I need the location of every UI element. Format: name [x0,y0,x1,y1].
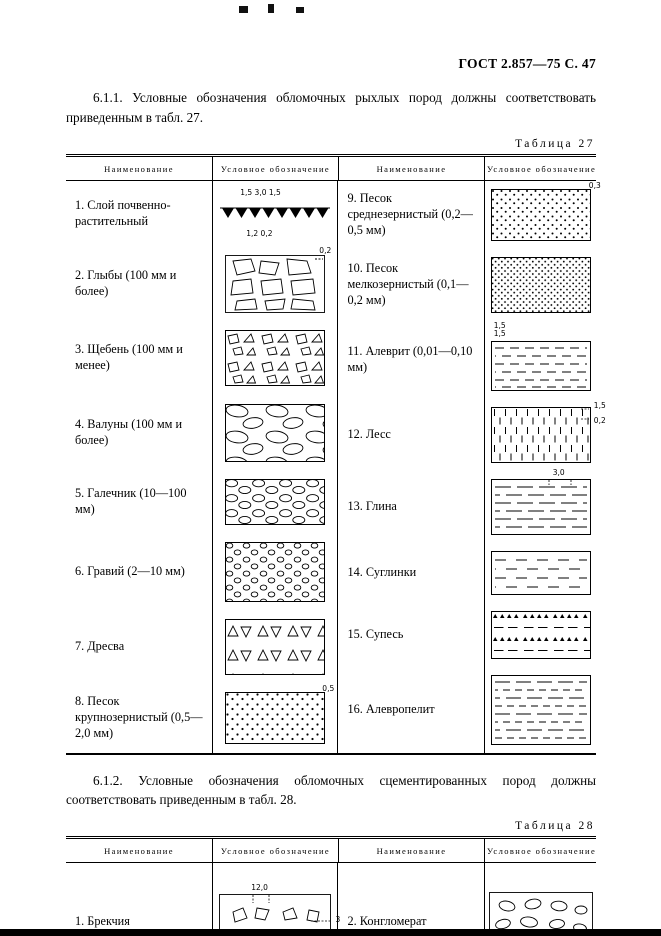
pattern-swatch-silt-pelite [490,674,591,745]
table-row: 8. Песок крупнозернистый (0,5—2,0 мм) 0,… [66,683,337,753]
row-name: 15. Супесь [347,626,404,641]
row-name: 3. Щебень (100 мм и менее) [75,342,183,373]
col-header-name: Наименование [338,156,484,180]
table28-header-row: Наименование Условное обозначение Наимен… [66,839,596,864]
table27-label: Таблица 27 [515,137,595,150]
scan-artifact [296,7,304,13]
boulders-symbol [225,403,326,462]
loess-symbol [490,406,591,463]
dresva-symbol [225,618,326,675]
pattern-swatch-breccia: 12,0 3 [219,884,340,936]
table-27: Наименование Условное обозначение Наимен… [66,153,606,755]
rubble-symbol [225,330,326,387]
clay-symbol [490,478,591,535]
gravel-symbol [225,541,326,602]
table-row: 2. Глыбы (100 мм и более) 0,2 [66,247,337,322]
row-name: 13. Глина [347,498,397,513]
page-title: ГОСТ 2.857—75 С. 47 [458,56,596,71]
page-bottom-edge [0,929,661,936]
col-header-symbol: Условное обозначение [212,839,338,863]
row-name: 9. Песок среднезернистый (0,2—0,5 мм) [347,190,473,237]
table-row: 7. Дресва [66,610,337,684]
pattern-swatch-pebbles [225,478,326,525]
col-header-symbol: Условное обозначение [484,156,596,180]
pattern-swatch-sand-coarse: 0,5 [225,684,334,745]
table-row: 2. Конгломерат [338,863,596,936]
paragraph-6-1-1: 6.1.1. Условные обозначения обломочных р… [66,90,596,125]
row-name: 1. Брекчия [75,914,130,929]
table28-left-column: 1. Брекчия 12,0 3 [66,863,340,936]
pattern-swatch-loess: 1,5 0,2 [490,401,606,463]
pattern-swatch-blocks: 0,2 [225,247,331,314]
table-row: 1. Брекчия 12,0 3 [66,863,340,936]
table-row: 13. Глина 3,0 [338,468,596,543]
pattern-swatch-gravel [225,541,326,602]
pattern-swatch-clay: 3,0 [490,468,591,535]
col-header-name: Наименование [104,846,174,857]
pattern-swatch-loam [490,550,591,595]
table-row: 3. Щебень (100 мм и менее) [66,321,337,395]
pebbles-symbol [225,478,326,525]
row-name: 11. Алеврит (0,01—0,10 мм) [347,343,473,374]
row-name: 4. Валуны (100 мм и более) [75,416,183,447]
table-row: 6. Гравий (2—10 мм) [66,533,337,611]
sandy-loam-symbol [490,610,591,659]
loam-symbol [490,550,591,595]
pattern-swatch-boulders [225,403,326,462]
sand-medium-symbol [490,188,591,241]
scan-artifact [268,4,274,13]
row-name: 1. Слой почвенно-растительный [75,197,171,228]
table27-right-column: 9. Песок среднезернистый (0,2—0,5 мм) 0,… [337,180,606,753]
table-row: 11. Алеврит (0,01—0,10 мм) 1,5 1,5 [338,320,596,399]
pattern-swatch-sand-medium: 0,3 [490,181,601,241]
row-name: 6. Гравий (2—10 мм) [75,563,185,578]
paragraph-6-1-2: 6.1.2. Условные обозначения обломочных с… [66,772,596,808]
scan-artifact [239,6,248,13]
row-name: 7. Дресва [75,638,125,653]
sand-coarse-symbol [225,692,326,745]
pattern-swatch-sand-fine [490,256,591,313]
sand-fine-symbol [490,256,591,313]
table-row: 5. Галечник (10—100 мм) [66,470,337,534]
table-28: Наименование Условное обозначение Наимен… [66,836,596,936]
row-name: 5. Галечник (10—100 мм) [75,485,187,516]
pattern-swatch-soil-layer: 1,5 3,0 1,5 [216,189,334,238]
blocks-symbol [225,255,326,314]
row-name: 2. Конгломерат [347,914,427,929]
table-row: 15. Супесь [338,602,596,667]
col-header-name: Наименование [338,839,484,863]
silt-pelite-symbol [490,674,591,745]
pattern-swatch-silt: 1,5 1,5 [490,321,591,391]
pattern-swatch-sandy-loam [490,610,591,659]
table27-header-row: Наименование Условное обозначение Наимен… [66,156,596,181]
table-row: 4. Валуны (100 мм и более) [66,394,337,471]
row-name: 10. Песок мелкозернистый (0,1—0,2 мм) [347,260,469,307]
col-header-symbol: Условное обозначение [484,839,596,863]
table-row: 14. Суглинки [338,542,596,603]
row-name: 12. Лесс [347,426,391,441]
row-name: 14. Суглинки [347,564,417,579]
pattern-swatch-rubble [225,330,326,387]
table-row: 1. Слой почвенно-растительный 1,5 3,0 1,… [66,180,337,247]
row-name: 8. Песок крупнозернистый (0,5—2,0 мм) [75,694,203,741]
col-header-symbol: Условное обозначение [212,156,338,180]
row-name: 16. Алевропелит [347,701,435,716]
table28-right-column: 2. Конгломерат [337,863,596,936]
table-row: 12. Лесс 1,5 0,2 [338,398,606,471]
table27-left-column: 1. Слой почвенно-растительный 1,5 3,0 1,… [66,180,337,753]
table28-label: Таблица 28 [515,820,595,833]
silt-symbol [490,340,591,391]
table-row: 16. Алевропелит [338,666,596,753]
table-row: 10. Песок мелкозернистый (0,1—0,2 мм) [338,248,596,321]
row-name: 2. Глыбы (100 мм и более) [75,268,177,299]
table-row: 9. Песок среднезернистый (0,2—0,5 мм) 0,… [338,180,601,249]
pattern-swatch-dresva [225,618,326,675]
soil-symbol [220,207,331,219]
col-header-name: Наименование [104,163,174,174]
